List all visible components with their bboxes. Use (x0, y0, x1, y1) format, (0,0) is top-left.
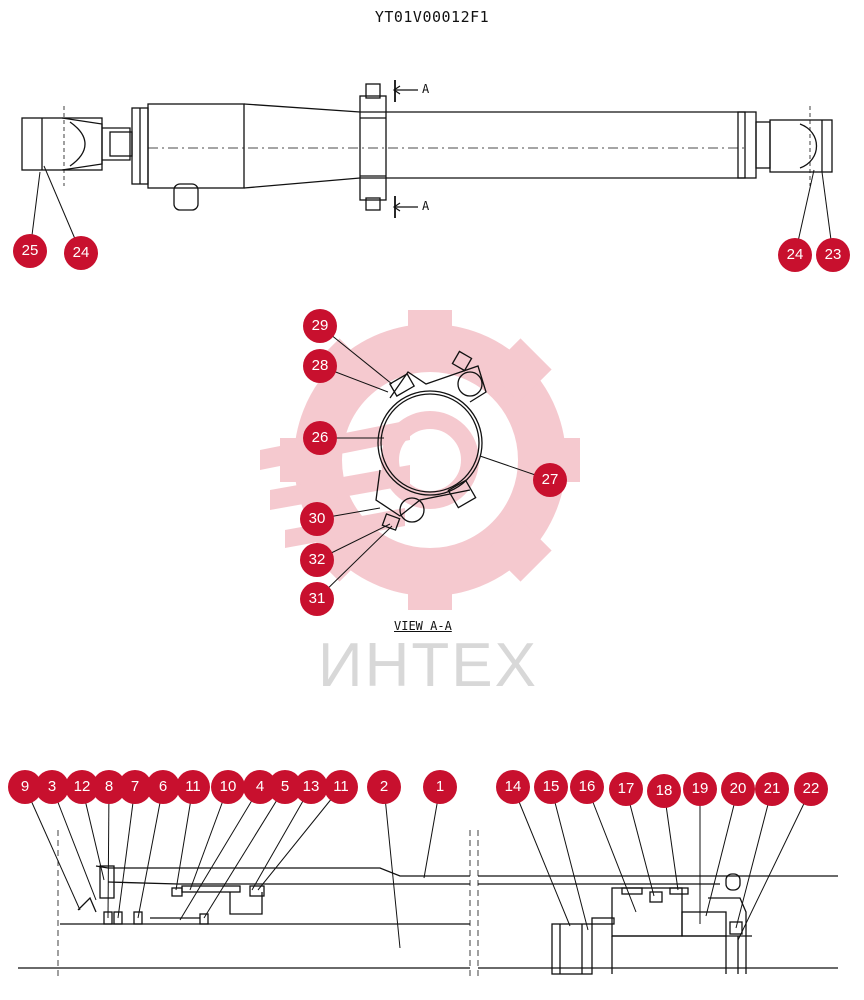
watermark-gear (260, 310, 580, 610)
leader-line (203, 786, 286, 919)
leader-line (257, 786, 342, 891)
callout-13: 13 (294, 770, 328, 804)
leader-line (625, 788, 655, 897)
callout-1: 1 (423, 770, 457, 804)
leader-line (51, 786, 97, 901)
section-marker-a-top: A (422, 82, 430, 96)
upper-clamp-arm (389, 365, 487, 403)
callout-32: 32 (300, 543, 334, 577)
callout-24: 24 (778, 238, 812, 272)
clamp-section-view (375, 350, 487, 531)
leader-line (586, 786, 637, 913)
lower-clamp-arm (375, 469, 471, 517)
leader-line (737, 788, 812, 941)
callout-25: 25 (13, 234, 47, 268)
callout-6: 6 (146, 770, 180, 804)
top-assembly-leaders (29, 165, 834, 256)
rod-eye-right (769, 119, 833, 173)
callout-29: 29 (303, 309, 337, 343)
view-label: VIEW A-A (394, 619, 452, 633)
callout-26: 26 (303, 421, 337, 455)
leader-line (175, 786, 194, 891)
leader-line (189, 786, 229, 891)
callout-14: 14 (496, 770, 530, 804)
callout-27: 27 (533, 463, 567, 497)
callout-3: 3 (35, 770, 69, 804)
callout-16: 16 (570, 770, 604, 804)
leader-line (383, 786, 401, 949)
callout-2: 2 (367, 770, 401, 804)
cylinder-assembly (21, 80, 833, 218)
callout-11: 11 (324, 770, 358, 804)
drawing-number: YT01V00012F1 (374, 8, 490, 26)
callout-23: 23 (816, 238, 850, 272)
leader-line (550, 786, 589, 931)
callout-15: 15 (534, 770, 568, 804)
leader-line (24, 786, 81, 911)
callout-11: 11 (176, 770, 210, 804)
leader-line (117, 786, 136, 919)
section-marker-a-bottom: A (422, 199, 430, 213)
callout-10: 10 (211, 770, 245, 804)
leader-line (251, 786, 312, 891)
watermark-text: ИНТЕХ (318, 631, 538, 700)
callout-24: 24 (64, 236, 98, 270)
callout-22: 22 (794, 772, 828, 806)
callout-18: 18 (647, 774, 681, 808)
callout-21: 21 (755, 772, 789, 806)
callout-19: 19 (683, 772, 717, 806)
leader-line (107, 786, 110, 919)
port-fitting (173, 183, 199, 211)
end-cap-right (737, 111, 757, 179)
callout-30: 30 (300, 502, 334, 536)
callout-28: 28 (303, 349, 337, 383)
leader-line (179, 786, 261, 921)
leader-line (735, 788, 773, 929)
bottom-section (18, 830, 838, 980)
callout-20: 20 (721, 772, 755, 806)
rod-eye-left (21, 117, 103, 171)
leader-line (137, 786, 164, 919)
clamp-view-leaders (316, 325, 551, 600)
leader-line (512, 786, 571, 927)
tube-section (377, 390, 483, 496)
callout-17: 17 (609, 772, 643, 806)
clamp-band (359, 95, 387, 201)
piston (611, 887, 683, 937)
leader-line (705, 788, 739, 917)
callout-31: 31 (300, 582, 334, 616)
cylinder-tube (147, 103, 245, 189)
